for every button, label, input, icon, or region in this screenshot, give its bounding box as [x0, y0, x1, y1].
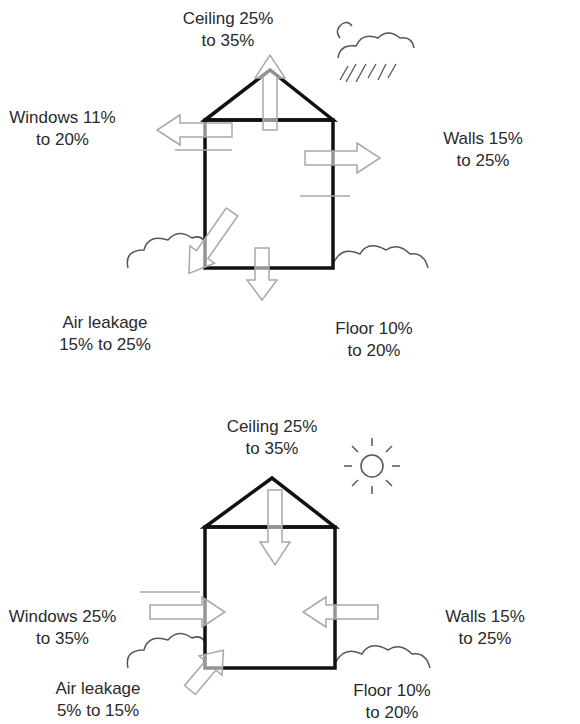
rain-drop — [368, 64, 376, 78]
clouds — [127, 633, 430, 668]
cloud-curl — [337, 22, 352, 38]
wall-arrow-line — [300, 195, 350, 197]
cloud — [127, 633, 206, 668]
percentage-label: Walls 15% to 25% — [440, 606, 530, 650]
percentage-label: Windows 25% to 35% — [5, 606, 120, 650]
rain-drop — [340, 66, 348, 80]
sun-ray — [371, 438, 373, 446]
rain-drop — [356, 64, 366, 82]
sun-ray — [386, 446, 392, 452]
sun — [344, 438, 400, 494]
wall-arrow — [303, 597, 378, 627]
window-arrow — [150, 597, 225, 627]
percentage-label: Ceiling 25% to 35% — [178, 8, 278, 52]
sun-ray — [352, 446, 358, 452]
sun-ray — [344, 465, 352, 467]
percentage-label: Air leakage 5% to 15% — [48, 678, 148, 722]
window-arrow-line — [140, 591, 200, 593]
house-outline — [205, 478, 335, 668]
sun-ray — [386, 480, 392, 486]
percentage-label: Floor 10% to 20% — [330, 318, 418, 362]
ceiling-arrow — [260, 490, 290, 565]
percentage-label: Floor 10% to 20% — [348, 680, 436, 724]
cloud — [336, 646, 430, 668]
clouds — [127, 22, 428, 268]
air-leakage-arrow — [177, 203, 245, 282]
sun-ray — [352, 480, 358, 486]
percentage-label: Windows 11% to 20% — [5, 107, 120, 151]
air-leakage-arrow — [179, 641, 235, 700]
rain-drop — [378, 64, 386, 80]
wall-arrow — [305, 143, 380, 173]
sun-disc — [361, 455, 383, 477]
rain-drop — [346, 64, 356, 82]
heat-loss-arrows — [157, 55, 380, 300]
window-arrow-line — [175, 149, 232, 151]
floor-arrow — [247, 248, 277, 300]
rain-cloud — [338, 33, 414, 58]
window-arrow — [157, 115, 232, 145]
percentage-label: Walls 15% to 25% — [438, 128, 528, 172]
rain-drop — [388, 64, 396, 78]
cloud — [334, 246, 428, 268]
ceiling-arrow — [255, 55, 285, 130]
rain — [340, 64, 396, 82]
sun-ray — [371, 486, 373, 494]
sun-ray — [392, 465, 400, 467]
percentage-label: Air leakage 15% to 25% — [55, 312, 155, 356]
house-body — [205, 120, 333, 268]
percentage-label: Ceiling 25% to 35% — [222, 416, 322, 460]
heat-gain-arrows — [140, 490, 378, 700]
